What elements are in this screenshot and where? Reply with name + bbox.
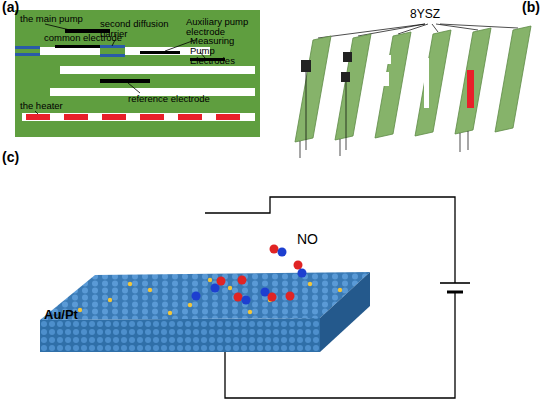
part-label: reference electrode — [128, 94, 210, 104]
molecule-label: NO — [297, 232, 318, 247]
part-label: Auxiliary pump electrode — [186, 17, 254, 37]
panel-letter: (c) — [2, 150, 19, 165]
sensor-cross-section — [15, 10, 260, 137]
panel-letter: (a) — [2, 0, 19, 15]
exploded-layers — [295, 24, 531, 158]
part-label: second diffusion barrier — [100, 19, 178, 39]
panel-letter: (b) — [522, 0, 540, 15]
part-label: Measuring Pump Electrodes — [190, 36, 260, 66]
electrode-illustration — [40, 197, 470, 398]
part-label: the main pump — [20, 14, 83, 24]
part-label: the heater — [20, 101, 63, 111]
material-label: 8YSZ — [410, 8, 440, 21]
no-molecules — [192, 245, 307, 305]
electrode-label: Au/Pt — [44, 308, 78, 322]
